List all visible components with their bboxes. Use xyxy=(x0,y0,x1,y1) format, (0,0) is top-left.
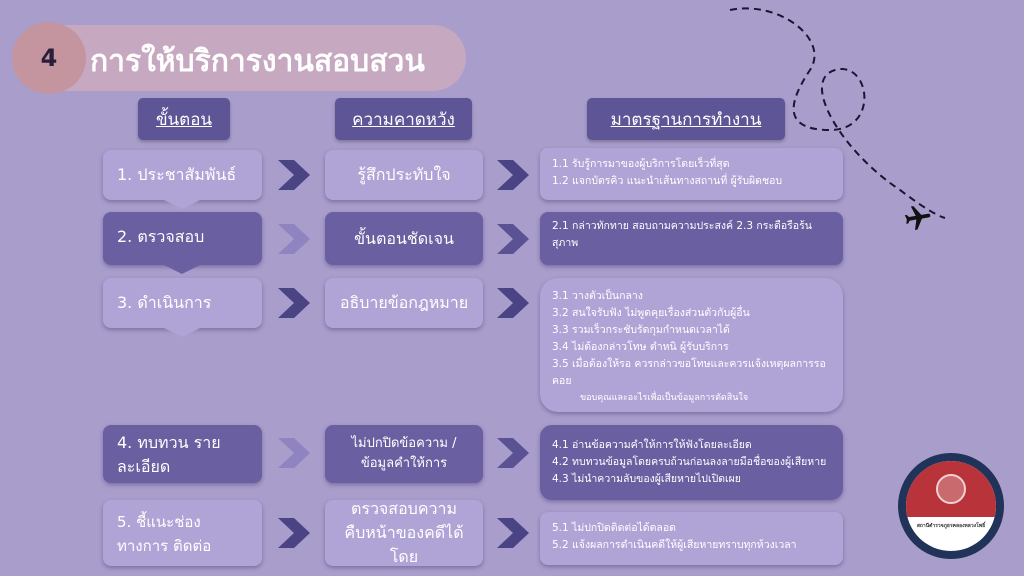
column-header-steps: ขั้นตอน xyxy=(138,98,230,140)
chevron-right-icon xyxy=(497,438,529,468)
airplane-icon xyxy=(904,206,931,230)
standards-2: 2.1 กล่าวทักทาย สอบถามความประสงค์ 2.3 กร… xyxy=(540,212,843,265)
standard-item: 2.1 กล่าวทักทาย สอบถามความประสงค์ 2.3 กร… xyxy=(552,220,812,249)
standard-item: 3.2 สนใจรับฟัง ไม่พูดคุยเรื่องส่วนตัวกับ… xyxy=(552,307,750,319)
standard-item: 3.1 วางตัวเป็นกลาง xyxy=(552,290,643,302)
step-3: 3. ดำเนินการ xyxy=(103,278,262,328)
step-4: 4. ทบทวน รายละเอียด xyxy=(103,425,262,483)
chevron-right-icon xyxy=(497,224,529,254)
standard-item: 4.3 ไม่นำความลับของผู้เสียหายไปเปิดเผย xyxy=(552,473,741,485)
slide-number: 4 xyxy=(12,22,86,94)
expectation-1: รู้สึกประทับใจ xyxy=(325,150,483,200)
chevron-right-icon xyxy=(497,160,529,190)
step-2: 2. ตรวจสอบ xyxy=(103,212,262,265)
chevron-right-icon xyxy=(497,288,529,318)
slide-title: การให้บริการงานสอบสวน xyxy=(90,44,425,79)
standards-1: 1.1 รับรู้การมาของผู้บริการโดยเร็วที่สุด… xyxy=(540,148,843,200)
step-tip xyxy=(164,328,200,337)
step-1: 1. ประชาสัมพันธ์ xyxy=(103,150,262,200)
expectation-5: ตรวจสอบความ คืบหน้าของคดีได้โดย xyxy=(325,500,483,566)
expectation-3: อธิบายข้อกฎหมาย xyxy=(325,278,483,328)
standard-item: 1.1 รับรู้การมาของผู้บริการโดยเร็วที่สุด xyxy=(552,158,730,170)
chevron-right-icon xyxy=(278,224,310,254)
standard-item: 3.4 ไม่ต้องกล่าวโทษ ตำหนิ ผู้รับบริการ xyxy=(552,341,729,353)
title-pill xyxy=(22,25,466,91)
chevron-right-icon xyxy=(278,438,310,468)
step-tip xyxy=(164,200,200,209)
chevron-right-icon xyxy=(278,518,310,548)
standard-item: ขอบคุณและอะไรเพื่อเป็นข้อมูลการตัดสินใจ xyxy=(580,393,749,403)
step-5: 5. ชี้แนะช่องทางการ ติดต่อสอบถาม xyxy=(103,500,262,566)
step-tip xyxy=(164,265,200,274)
chevron-right-icon xyxy=(497,518,529,548)
logo-text: สถานีตำรวจภูธรคลองหลวงโพธิ์ xyxy=(916,522,986,529)
expectation-2: ขั้นตอนชัดเจน xyxy=(325,212,483,265)
standard-item: 5.2 แจ้งผลการดำเนินคดีให้ผู้เสียหายทราบท… xyxy=(552,539,797,551)
expectation-4: ไม่ปกปิดข้อความ / ข้อมูลคำให้การ xyxy=(325,425,483,483)
standards-4: 4.1 อ่านข้อความคำให้การให้ฟังโดยละเอียด … xyxy=(540,425,843,500)
dashed-flight-path xyxy=(729,7,946,219)
chevron-right-icon xyxy=(278,288,310,318)
standards-5: 5.1 ไม่ปกปิดติดต่อได้ตลอด 5.2 แจ้งผลการด… xyxy=(540,512,843,565)
column-header-standards: มาตรฐานการทำงาน xyxy=(587,98,785,140)
standard-item: 1.2 แจกบัตรคิว แนะนำเส้นทางสถานที่ ผู้รั… xyxy=(552,175,783,187)
emblem-icon xyxy=(936,473,966,504)
standard-item: 3.5 เมื่อต้องให้รอ ควรกล่าวขอโทษและควรแจ… xyxy=(552,358,826,387)
column-header-expectation: ความคาดหวัง xyxy=(335,98,472,140)
standard-item: 5.1 ไม่ปกปิดติดต่อได้ตลอด xyxy=(552,522,676,534)
standard-item: 3.3 รวมเร็วกระชับรัดกุมกำหนดเวลาได้ xyxy=(552,324,730,336)
standards-3: 3.1 วางตัวเป็นกลาง 3.2 สนใจรับฟัง ไม่พูด… xyxy=(540,278,843,412)
standard-item: 4.2 ทบทวนข้อมูลโดยครบถ้วนก่อนลงลายมือชื่… xyxy=(552,456,827,468)
police-station-logo: สถานีตำรวจภูธรคลองหลวงโพธิ์ xyxy=(898,453,1004,559)
standard-item: 4.1 อ่านข้อความคำให้การให้ฟังโดยละเอียด xyxy=(552,439,752,451)
chevron-right-icon xyxy=(278,160,310,190)
